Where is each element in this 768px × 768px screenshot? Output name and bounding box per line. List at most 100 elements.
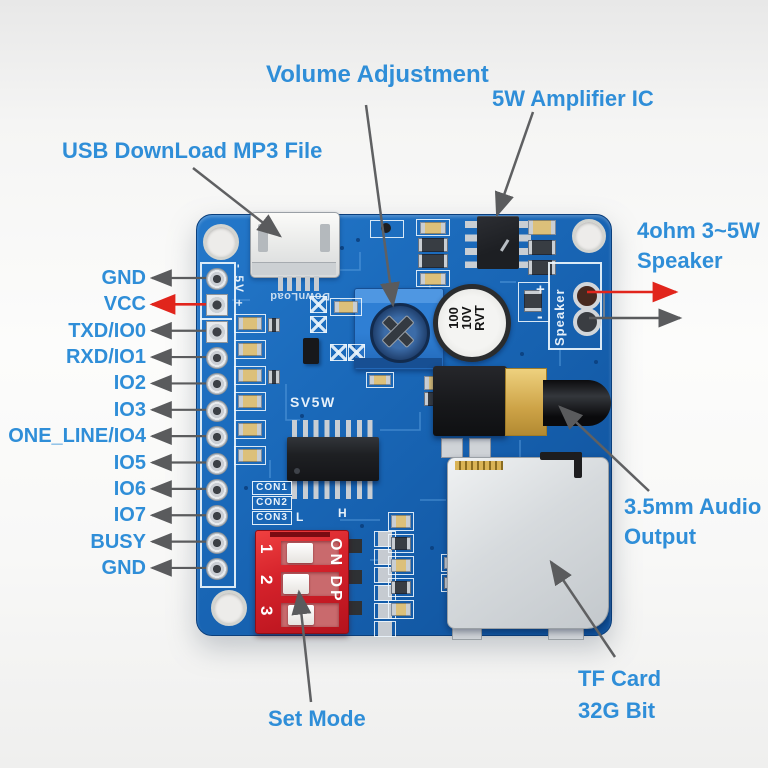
smd-component bbox=[388, 600, 414, 619]
pin-label-3-rxd-io1: RXD/IO1 bbox=[65, 346, 146, 369]
pin-label-6-one-line-io4: ONE_LINE/IO4 bbox=[8, 425, 146, 448]
pin-label-11-gnd: GND bbox=[101, 556, 146, 579]
smd-component bbox=[388, 556, 414, 575]
smd-resistor bbox=[420, 273, 446, 285]
tf-annotation-line2: 32G Bit bbox=[578, 698, 656, 723]
amp-pins-left bbox=[465, 221, 477, 268]
solder-pad bbox=[374, 567, 396, 583]
tf-arrow bbox=[549, 559, 617, 658]
smd-resistor bbox=[369, 375, 391, 385]
pin-label-8-io6: IO6 bbox=[113, 477, 146, 500]
pin-pad bbox=[206, 294, 228, 317]
pin-pad bbox=[206, 478, 228, 501]
smd-component bbox=[416, 219, 450, 236]
pin-pad bbox=[206, 557, 228, 580]
solder-pad bbox=[374, 549, 396, 565]
speaker-annotation-line2: Speaker bbox=[637, 248, 723, 273]
via bbox=[356, 238, 360, 242]
solder-pad bbox=[310, 316, 327, 333]
solder-pad bbox=[330, 344, 347, 361]
smd-capacitor bbox=[418, 254, 448, 268]
via bbox=[340, 246, 344, 250]
potentiometer-base bbox=[354, 358, 442, 368]
pin-label-5-io3: IO3 bbox=[113, 398, 146, 421]
audio-arrow bbox=[558, 405, 650, 492]
main-chip bbox=[287, 437, 379, 481]
smd-resistor bbox=[420, 222, 446, 234]
tf-annotation-line1: TF Card bbox=[578, 666, 662, 691]
smd-resistor bbox=[528, 220, 556, 235]
dip-top-edge bbox=[270, 532, 330, 537]
smd-resistor bbox=[391, 515, 411, 528]
dip-slider-2 bbox=[283, 574, 309, 594]
smd-capacitor bbox=[268, 370, 280, 384]
transistor bbox=[303, 338, 319, 364]
model-marking: SV5W bbox=[290, 394, 336, 410]
pin-pad bbox=[206, 268, 228, 290]
smd-capacitor bbox=[391, 537, 411, 550]
smd-capacitor bbox=[528, 240, 556, 255]
mcu-pins-top bbox=[292, 420, 378, 438]
smd-component bbox=[370, 220, 404, 238]
via bbox=[594, 360, 598, 364]
pin-label-4-io2: IO2 bbox=[113, 372, 146, 395]
pin-pad bbox=[206, 320, 228, 343]
smd-capacitor bbox=[524, 290, 542, 312]
audio-annotation-line2: Output bbox=[624, 524, 697, 549]
volume-annotation: Volume Adjustment bbox=[266, 61, 489, 88]
usb-legs bbox=[278, 276, 322, 291]
tf-gold-contacts bbox=[455, 461, 503, 470]
pin-label-2-txd-io0: TXD/IO0 bbox=[68, 319, 146, 342]
con1-marking: CON1 bbox=[252, 481, 292, 495]
electrolytic-capacitor bbox=[433, 284, 511, 362]
smd-resistor bbox=[238, 395, 262, 408]
smd-resistor bbox=[334, 301, 358, 313]
usb-metal-lip bbox=[252, 262, 336, 275]
smd-component bbox=[416, 270, 450, 287]
smd-capacitor bbox=[391, 581, 411, 594]
smd-component bbox=[234, 392, 266, 411]
via bbox=[520, 352, 524, 356]
solder-pad bbox=[310, 296, 327, 313]
smd-resistor bbox=[238, 449, 262, 462]
smd-resistor bbox=[391, 603, 411, 616]
h-marking: H bbox=[338, 506, 347, 520]
pin-pad bbox=[206, 531, 228, 554]
smd-component bbox=[388, 578, 414, 597]
via bbox=[430, 546, 434, 550]
via bbox=[300, 414, 304, 418]
usb-annotation: USB DownLoad MP3 File bbox=[62, 138, 323, 163]
pin-label-1-vcc: VCC bbox=[103, 293, 146, 316]
speaker-plus-marking: + bbox=[536, 281, 545, 298]
speaker-pad-negative bbox=[573, 308, 601, 336]
mcu-pins-bottom bbox=[292, 481, 378, 499]
dip-pins bbox=[347, 539, 362, 619]
pin-label-10-busy: BUSY bbox=[90, 530, 146, 553]
smd-component bbox=[388, 534, 414, 553]
smd-capacitor bbox=[268, 318, 280, 332]
amplifier-ic bbox=[477, 216, 519, 269]
smd-component bbox=[234, 366, 266, 385]
audio-jack-body bbox=[433, 366, 507, 436]
potentiometer-dial bbox=[370, 303, 430, 363]
con2-marking: CON2 bbox=[252, 496, 292, 510]
pin-header-silkscreen bbox=[200, 262, 236, 588]
smd-resistor bbox=[238, 423, 262, 436]
usb-slot-right bbox=[320, 224, 330, 252]
smd-resistor bbox=[238, 317, 262, 330]
speaker-pad-positive bbox=[573, 282, 601, 310]
via bbox=[244, 486, 248, 490]
mount-hole-bottom-left bbox=[211, 590, 247, 626]
smd-resistor bbox=[391, 559, 411, 572]
usb-slot-left bbox=[258, 224, 268, 252]
pin-pad bbox=[206, 347, 228, 370]
via bbox=[360, 524, 364, 528]
tf-card-slot bbox=[447, 457, 609, 629]
tf-latch-hook bbox=[574, 452, 582, 478]
volume-arrow bbox=[364, 104, 400, 308]
speaker-minus-marking: - bbox=[537, 307, 543, 326]
amplifier-annotation: 5W Amplifier IC bbox=[492, 86, 654, 111]
smd-resistor bbox=[238, 369, 262, 382]
